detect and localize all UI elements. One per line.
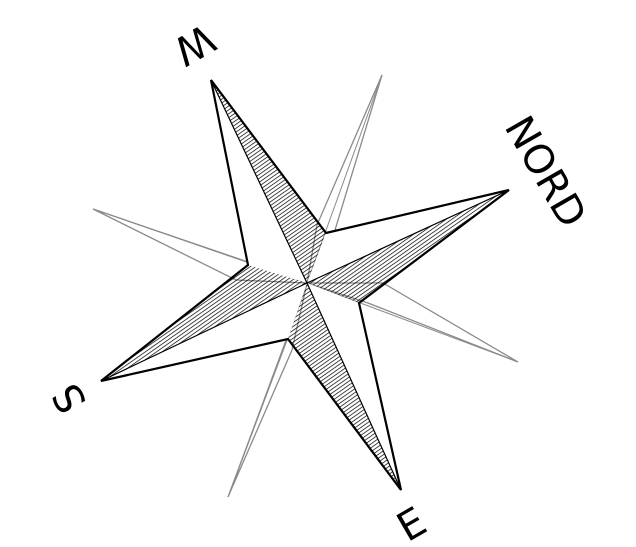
label-north: NORD	[495, 109, 595, 236]
label-west: W	[165, 14, 222, 74]
main-star	[101, 80, 509, 490]
label-east: E	[390, 499, 435, 547]
label-south: S	[44, 376, 97, 421]
